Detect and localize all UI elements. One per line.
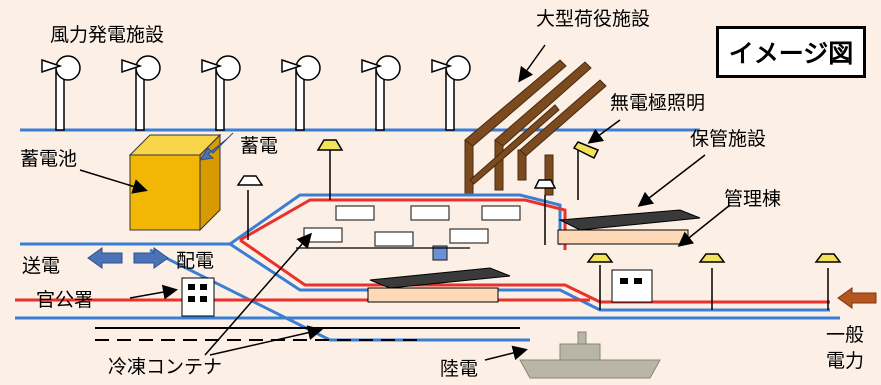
wind-turbine-icon [121, 55, 161, 131]
management-building-label: 管理棟 [724, 188, 782, 210]
lamp-icon [572, 141, 600, 200]
government-office-icon [181, 277, 215, 317]
ship-icon [519, 331, 661, 379]
wind-turbine-icon [431, 55, 471, 131]
transmission-label: 送電 [22, 255, 61, 277]
wind-turbine-icon [281, 55, 321, 131]
wind-turbine-icon [361, 55, 401, 131]
charge-arrow-icon [198, 132, 234, 161]
general-power-arrow-icon [837, 287, 877, 309]
general-power-label-1: 一般 [826, 324, 865, 346]
general-power-label-2: 電力 [826, 350, 865, 372]
cargo-crane-icon [464, 59, 607, 196]
wind-farm-label: 風力発電施設 [50, 24, 165, 46]
storage-facility-label: 保管施設 [690, 128, 767, 150]
wind-turbines [41, 55, 471, 131]
battery-label: 蓄電池 [20, 148, 78, 170]
lamp-icon [533, 179, 557, 245]
lamp-icon [316, 139, 344, 200]
refrigerated-container-label: 冷凍コンテナ [108, 356, 223, 378]
distribution-label: 配電 [176, 250, 215, 272]
wind-turbine-icon [41, 55, 81, 131]
distribution-network-blue [15, 193, 840, 342]
callout-arrows [79, 44, 731, 361]
electrodeless-light-label: 無電極照明 [610, 92, 706, 114]
shore-power-label: 陸電 [440, 358, 479, 380]
government-office-label: 官公署 [36, 289, 94, 311]
lamp-icon [236, 175, 264, 240]
lamp-icon [586, 253, 614, 310]
wind-turbine-icon [201, 55, 241, 131]
charge-label: 蓄電 [240, 135, 279, 157]
storage-building-icon [367, 209, 701, 303]
management-building-icon [611, 269, 653, 303]
lamp-icon [814, 253, 842, 310]
container-yard [296, 205, 521, 261]
battery-icon [128, 133, 222, 232]
lamp-icons [236, 139, 842, 310]
distribution-arrow-icon [133, 247, 169, 269]
lamp-icon [698, 253, 726, 310]
image-badge: イメージ図 [716, 26, 866, 78]
large-cargo-label: 大型荷役施設 [536, 8, 651, 30]
transmission-arrow-icon [87, 247, 123, 269]
